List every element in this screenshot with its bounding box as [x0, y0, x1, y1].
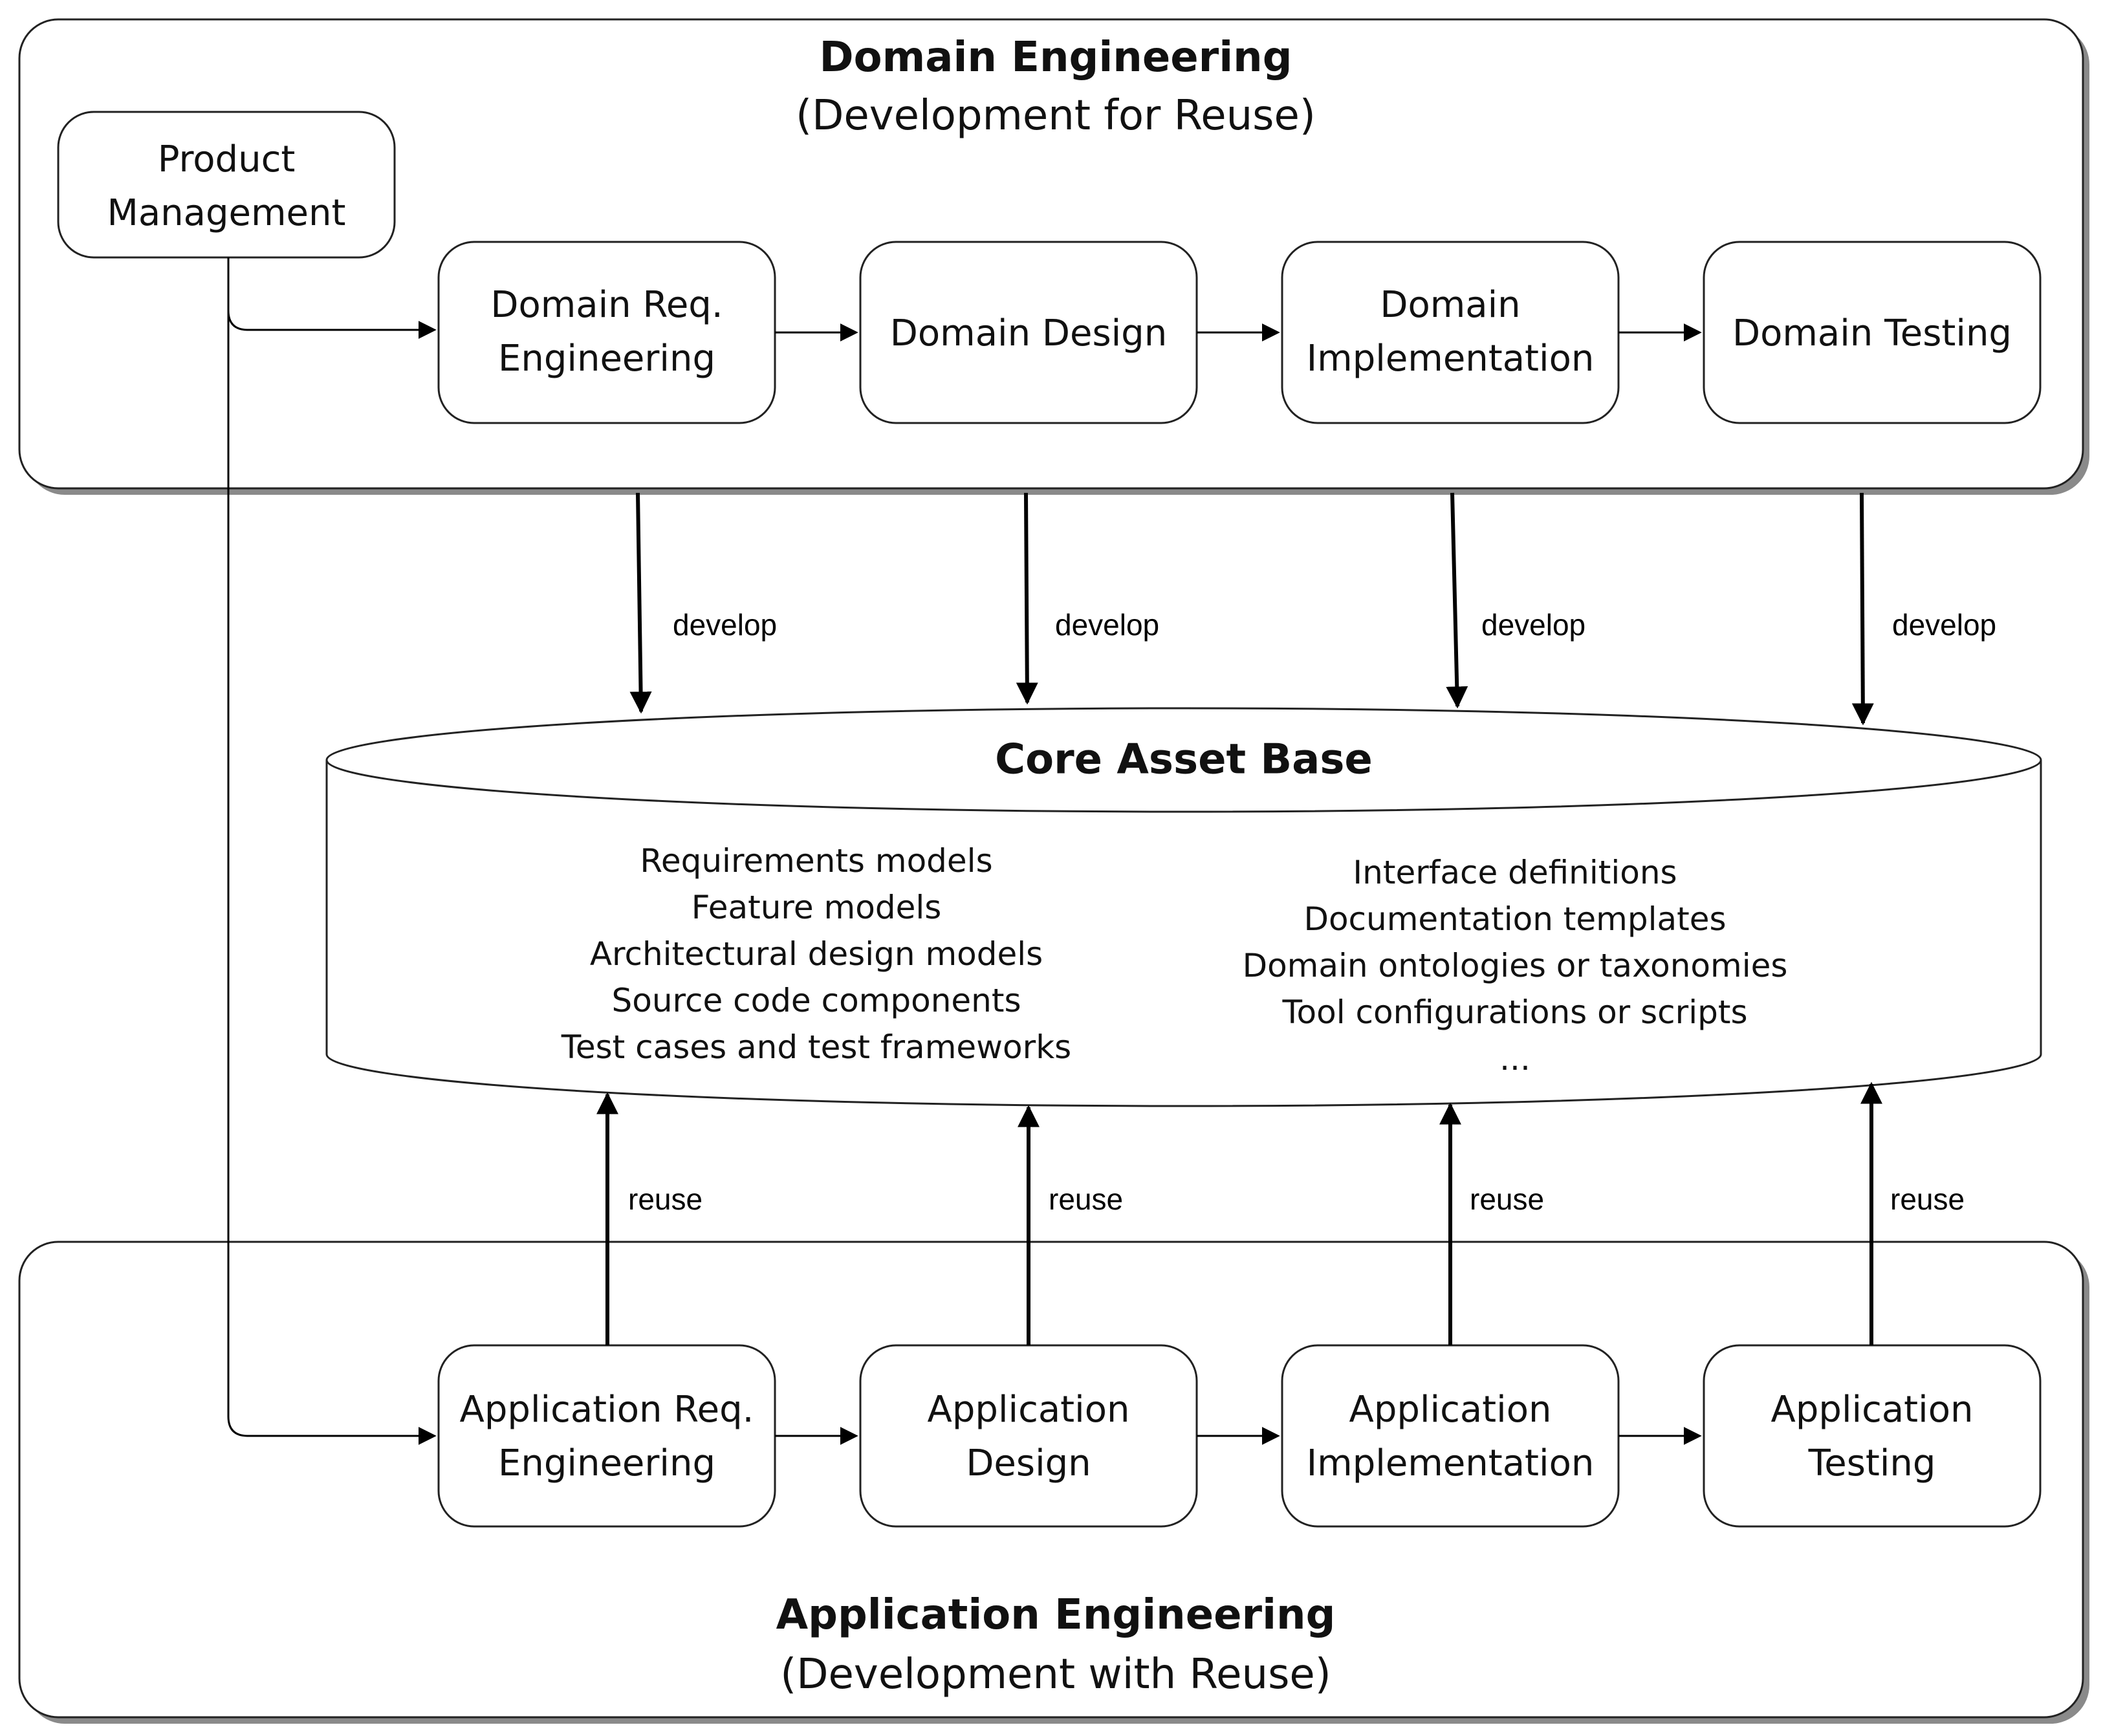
application-testing-line-2: Testing — [1808, 1442, 1936, 1484]
application-testing-line-1: Application — [1771, 1389, 1974, 1431]
reuse-labels: reuse reuse reuse reuse — [628, 1182, 1965, 1216]
domain-design-box: Domain Design — [859, 241, 1198, 424]
reuse-label: reuse — [1890, 1182, 1965, 1216]
develop-label: develop — [673, 608, 777, 642]
domain-testing-line-1: Domain Testing — [1732, 312, 2012, 354]
application-engineering-subtitle: (Development with Reuse) — [780, 1651, 1331, 1698]
reuse-label: reuse — [1470, 1182, 1544, 1216]
application-engineering-title: Application Engineering — [776, 1591, 1336, 1639]
product-management-connectors — [227, 257, 437, 1445]
product-management-box: Product Management — [57, 111, 396, 259]
reuse-label: reuse — [628, 1182, 703, 1216]
develop-label: develop — [1481, 608, 1585, 642]
reuse-arrows — [596, 1081, 1882, 1345]
asset-item: Tool configurations or scripts — [1281, 993, 1747, 1031]
application-design-line-1: Application — [928, 1389, 1130, 1431]
asset-item: Test cases and test frameworks — [561, 1028, 1071, 1066]
asset-item: Feature models — [692, 889, 942, 926]
asset-item: Requirements models — [640, 842, 992, 880]
domain-req-engineering-box: Domain Req. Engineering — [437, 241, 776, 424]
domain-engineering-title: Domain Engineering — [819, 34, 1292, 81]
application-req-engineering-box: Application Req. Engineering — [437, 1344, 776, 1528]
application-design-box: Application Design — [859, 1344, 1198, 1528]
core-asset-left-list: Requirements models Feature models Archi… — [561, 842, 1071, 1066]
develop-labels: develop develop develop develop — [673, 608, 1996, 642]
domain-implementation-line-1: Domain — [1380, 284, 1520, 326]
core-asset-base-cylinder: Core Asset Base Requirements models Feat… — [325, 707, 2042, 1107]
application-testing-box: Application Testing — [1703, 1344, 2042, 1528]
application-implementation-box: Application Implementation — [1281, 1344, 1620, 1528]
domain-req-engineering-line-2: Engineering — [498, 338, 715, 380]
core-asset-base-title: Core Asset Base — [995, 736, 1373, 784]
product-management-line-2: Management — [107, 192, 346, 234]
application-implementation-line-2: Implementation — [1307, 1442, 1595, 1484]
asset-item: Architectural design models — [590, 935, 1043, 973]
asset-item: Domain ontologies or taxonomies — [1243, 947, 1788, 984]
reuse-label: reuse — [1049, 1182, 1123, 1216]
core-asset-right-list: Interface definitions Documentation temp… — [1243, 854, 1788, 1078]
application-implementation-line-1: Application — [1349, 1389, 1552, 1431]
application-req-engineering-line-2: Engineering — [498, 1442, 715, 1484]
domain-implementation-box: Domain Implementation — [1281, 241, 1620, 424]
domain-implementation-line-2: Implementation — [1307, 338, 1595, 380]
application-design-line-2: Design — [966, 1442, 1091, 1484]
domain-design-line-1: Domain Design — [890, 312, 1167, 354]
product-management-line-1: Product — [158, 138, 296, 180]
asset-item: Interface definitions — [1353, 854, 1677, 891]
develop-label: develop — [1055, 608, 1159, 642]
domain-req-engineering-line-1: Domain Req. — [490, 284, 723, 326]
domain-engineering-subtitle: (Development for Reuse) — [796, 92, 1316, 140]
asset-item: ... — [1499, 1040, 1531, 1078]
asset-item: Source code components — [611, 982, 1021, 1019]
application-req-engineering-line-1: Application Req. — [460, 1389, 754, 1431]
asset-item: Documentation templates — [1303, 900, 1726, 938]
develop-arrows — [629, 492, 1874, 726]
develop-label: develop — [1892, 608, 1996, 642]
domain-testing-box: Domain Testing — [1703, 241, 2042, 424]
